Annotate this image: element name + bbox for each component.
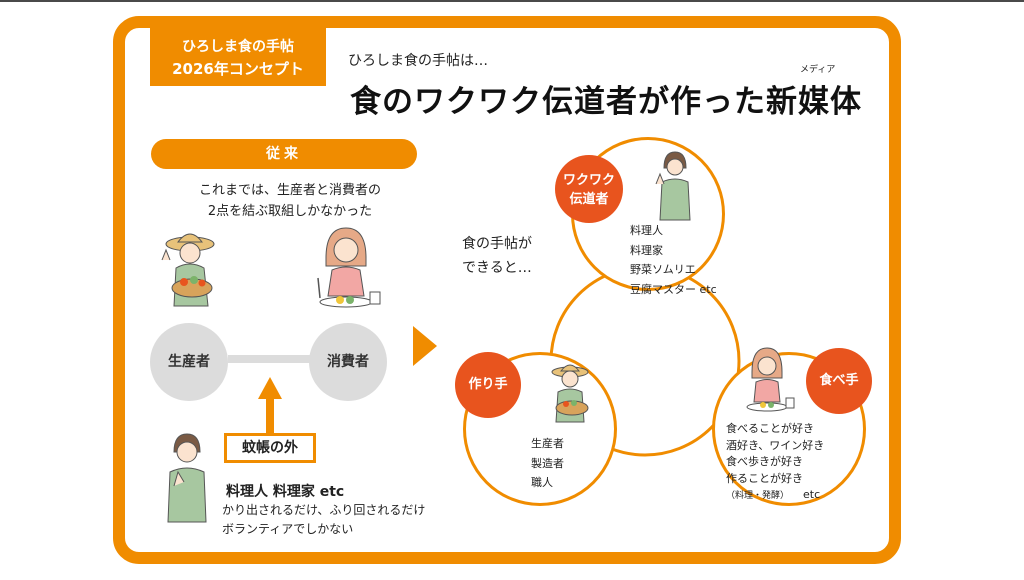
makers-list: 生産者 製造者 職人 (531, 434, 564, 493)
outside-label: 蚊帳の外 (224, 433, 316, 463)
up-arrow-head (258, 377, 282, 399)
evangelists-tag: ワクワク 伝道者 (555, 155, 623, 223)
eaters-list: 食べることが好き 酒好き、ワイン好き 食べ歩きが好き 作ることが好き （料理・発… (726, 421, 824, 505)
eater-woman-illustration (746, 347, 795, 412)
conventional-desc-line2: 2点を結ぶ取組しかなかった (207, 204, 373, 219)
conventional-description: これまでは、生産者と消費者の 2点を結ぶ取組しかなかった (175, 180, 405, 222)
eaters-etc: etc (803, 488, 821, 501)
list-item: 生産者 (531, 437, 564, 450)
farmer-illustration (161, 233, 215, 307)
maker-farmer-illustration (551, 364, 589, 423)
evangelists-list: 料理人 料理家 野菜ソムリエ 豆腐マスター etc (630, 221, 717, 299)
title-ruby: メディア (800, 65, 836, 75)
eaters-note: （料理・発酵） (726, 491, 790, 501)
concept-badge: ひろしま食の手帖 2026年コンセプト (150, 28, 326, 86)
conventional-desc-line1: これまでは、生産者と消費者の (198, 183, 381, 198)
badge-line1: ひろしま食の手帖 (182, 39, 294, 55)
evangelists-tag-line1: ワクワク (562, 173, 615, 188)
outside-desc-line2: ボランティアでしかない (222, 522, 354, 536)
outside-who: 料理人 料理家 etc (226, 484, 345, 500)
makers-tag: 作り手 (455, 352, 521, 418)
list-item: 野菜ソムリエ (630, 263, 696, 276)
consumer-node: 消費者 (309, 323, 387, 401)
list-item: 職人 (531, 476, 553, 489)
list-item: 酒好き、ワイン好き (726, 438, 825, 452)
outside-description: かり出されるだけ、ふり回されるだけ ボランティアでしかない (222, 501, 425, 539)
badge-line2: 2026年コンセプト (172, 60, 304, 78)
producer-node: 生産者 (150, 323, 228, 401)
page-title: 食のワクワク伝道者が作った新媒体 (350, 84, 862, 120)
evangelists-tag-line2: 伝道者 (569, 192, 609, 207)
list-item: 食べ歩きが好き (726, 455, 803, 468)
chef-illustration (167, 433, 207, 523)
transition-line2: できると… (462, 260, 532, 276)
transition-arrow (413, 326, 437, 366)
outside-desc-line1: かり出されるだけ、ふり回されるだけ (222, 503, 426, 517)
consumer-illustration (317, 227, 381, 308)
list-item: 製造者 (531, 456, 564, 470)
list-item: 料理家 (630, 243, 663, 257)
list-item: 料理人 (630, 224, 663, 237)
producer-consumer-connector (228, 355, 312, 363)
list-item: 豆腐マスター etc (630, 282, 717, 296)
eaters-tag: 食べ手 (806, 348, 872, 414)
list-item: 食べることが好き (726, 422, 814, 435)
header-intro: ひろしま食の手帖は… (348, 53, 488, 69)
transition-text: 食の手帖が できると… (462, 232, 532, 280)
list-item: 作ることが好き (726, 471, 803, 485)
transition-line1: 食の手帖が (462, 236, 532, 252)
list-item: （料理・発酵） etc (726, 487, 824, 505)
evangelist-chef-illustration (655, 151, 691, 221)
conventional-label: 従来 (151, 139, 417, 169)
up-arrow-shaft (266, 398, 274, 436)
top-border-line (0, 0, 1024, 2)
